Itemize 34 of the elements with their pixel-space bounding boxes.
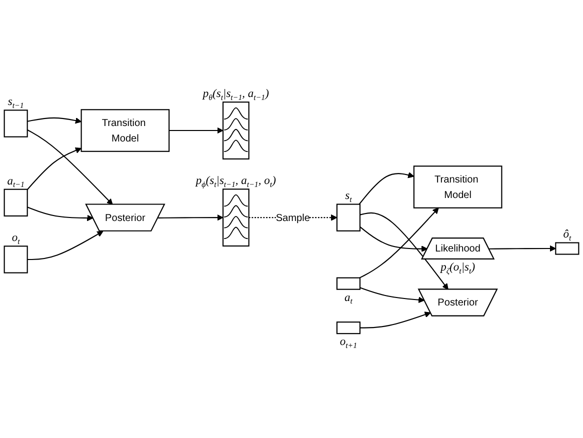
node-box: Transition Model — [80, 109, 170, 152]
math-label: s$_{t}$ — [345, 190, 352, 204]
arrow — [358, 172, 414, 205]
arrow — [26, 147, 82, 190]
arrow — [27, 129, 113, 205]
math-label: a$_{t}$ — [344, 292, 352, 306]
arrow — [27, 230, 104, 260]
math-label: p$_{ζ}$(o$_{t}$|s$_{t}$) — [440, 261, 476, 276]
arrow — [169, 127, 224, 134]
math-label: a$_{t−1}$ — [7, 175, 24, 190]
node-bar — [336, 204, 361, 232]
edge-label: Sample — [276, 211, 310, 223]
math-label: p$_{ϕ}$(s$_{t}$|s$_{t−1}$, a$_{t−1}$, o$_{t}$) — [196, 175, 276, 189]
arrow — [27, 117, 82, 124]
math-label: s$_{t−1}$ — [8, 96, 24, 110]
math-label: o$_{t+1}$ — [340, 336, 358, 350]
math-label: p$_{θ}$(s$_{t}$|s$_{t−1}$, a$_{t−1}$) — [202, 88, 269, 102]
math-label: o$_{t}$ — [12, 232, 20, 246]
math-label: ô$_{t}$ — [563, 228, 572, 243]
node-bar — [336, 322, 361, 334]
node-box: Transition Model — [413, 166, 502, 208]
arrow — [360, 226, 428, 252]
arrow — [27, 206, 94, 222]
node-bar — [336, 277, 361, 290]
node-bar — [4, 110, 28, 138]
node-bar — [4, 188, 28, 216]
node-bar — [4, 246, 28, 274]
arrow — [359, 208, 439, 278]
arrow — [360, 287, 425, 304]
arrow — [360, 312, 431, 328]
node-bar — [555, 242, 580, 255]
arrow — [158, 214, 224, 221]
arrow — [360, 212, 448, 290]
arrow — [488, 245, 556, 252]
